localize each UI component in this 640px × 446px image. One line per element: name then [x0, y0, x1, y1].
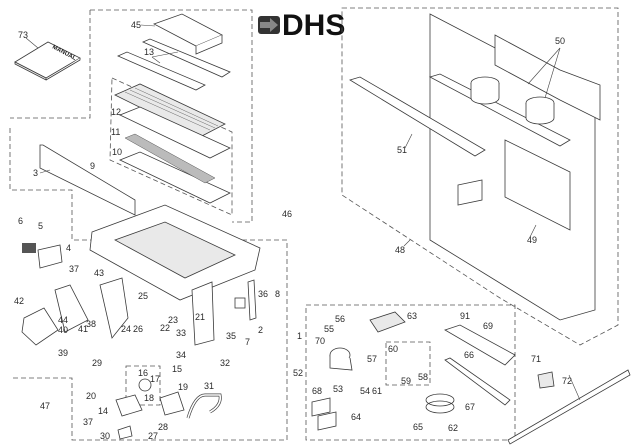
callout-13: 13 [144, 47, 154, 57]
callout-15: 15 [172, 364, 182, 374]
callout-48: 48 [395, 245, 405, 255]
callout-56: 56 [335, 314, 345, 324]
callout-37b: 37 [83, 417, 93, 427]
pilot-shield-shape [22, 243, 36, 253]
callout-12: 12 [111, 107, 121, 117]
callout-51: 51 [397, 145, 407, 155]
callout-9: 9 [90, 161, 95, 171]
callout-28: 28 [158, 422, 168, 432]
callout-1: 1 [297, 331, 302, 341]
callout-73: 73 [18, 30, 28, 40]
arrow-icon [260, 18, 278, 32]
logo-text: DHS [282, 9, 345, 42]
callout-91: 91 [460, 311, 470, 321]
callout-11: 11 [111, 127, 120, 137]
callout-42: 42 [14, 296, 24, 306]
callout-61: 61 [372, 386, 382, 396]
callout-47: 47 [40, 401, 50, 411]
callout-19: 19 [178, 382, 188, 392]
callout-6: 6 [18, 216, 23, 226]
callout-34: 34 [176, 350, 186, 360]
callout-43: 43 [94, 268, 104, 278]
manual-part: MANUAL [14, 41, 81, 81]
callout-10: 10 [112, 147, 122, 157]
callout-26: 26 [133, 324, 143, 334]
callout-17: 17 [150, 374, 160, 384]
callout-63: 63 [407, 311, 417, 321]
callout-39: 39 [58, 348, 68, 358]
callout-21: 21 [195, 312, 205, 322]
callout-14: 14 [98, 406, 108, 416]
callout-54: 54 [360, 386, 370, 396]
callout-27: 27 [148, 431, 158, 441]
upper-group-border [90, 9, 253, 223]
callout-71: 71 [531, 354, 541, 364]
callout-65: 65 [413, 422, 423, 432]
callout-40: 40 [58, 325, 68, 335]
callout-52: 52 [293, 368, 303, 378]
callout-31: 31 [204, 381, 214, 391]
callout-44: 44 [58, 315, 68, 325]
callout-3: 3 [33, 168, 38, 178]
callout-22: 22 [160, 323, 170, 333]
callout-labels: 73 45 13 12 11 10 9 3 46 6 5 4 37 43 42 … [14, 20, 572, 441]
callout-70: 70 [315, 336, 325, 346]
callout-57: 57 [367, 354, 377, 364]
callout-7: 7 [245, 337, 250, 347]
callout-49: 49 [527, 235, 537, 245]
callout-68: 68 [312, 386, 322, 396]
callout-5: 5 [38, 221, 43, 231]
callout-32: 32 [220, 358, 230, 368]
firebox-group-border [341, 7, 619, 346]
callout-53: 53 [333, 384, 343, 394]
callout-35: 35 [226, 331, 236, 341]
callout-29: 29 [92, 358, 102, 368]
callout-60: 60 [388, 344, 398, 354]
callout-18: 18 [144, 393, 154, 403]
callout-30: 30 [100, 431, 110, 441]
callout-16: 16 [138, 368, 148, 378]
callout-69: 69 [483, 321, 493, 331]
callout-64: 64 [351, 412, 361, 422]
leader-lines [25, 24, 581, 401]
brand-logo: DHS [258, 9, 345, 42]
callout-50: 50 [555, 36, 565, 46]
callout-36: 36 [258, 289, 268, 299]
callout-46: 46 [282, 209, 292, 219]
callout-72: 72 [562, 376, 572, 386]
valve-group-border [125, 365, 161, 406]
callout-66: 66 [464, 350, 474, 360]
callout-20: 20 [86, 391, 96, 401]
callout-33: 33 [176, 328, 186, 338]
callout-25: 25 [138, 291, 148, 301]
callout-8: 8 [275, 289, 280, 299]
callout-55: 55 [324, 324, 334, 334]
callout-23: 23 [168, 315, 178, 325]
callout-24: 24 [121, 324, 131, 334]
callout-37a: 37 [69, 264, 79, 274]
callout-67: 67 [465, 402, 475, 412]
callout-2: 2 [258, 325, 263, 335]
callout-41: 41 [78, 324, 88, 334]
chassis-group-border [9, 128, 288, 441]
pilot-kit-border [385, 341, 431, 386]
callout-38: 38 [86, 319, 96, 329]
callout-45: 45 [131, 20, 141, 30]
callout-62: 62 [448, 423, 458, 433]
callout-59: 59 [401, 376, 411, 386]
callout-58: 58 [418, 372, 428, 382]
callout-4: 4 [66, 243, 71, 253]
